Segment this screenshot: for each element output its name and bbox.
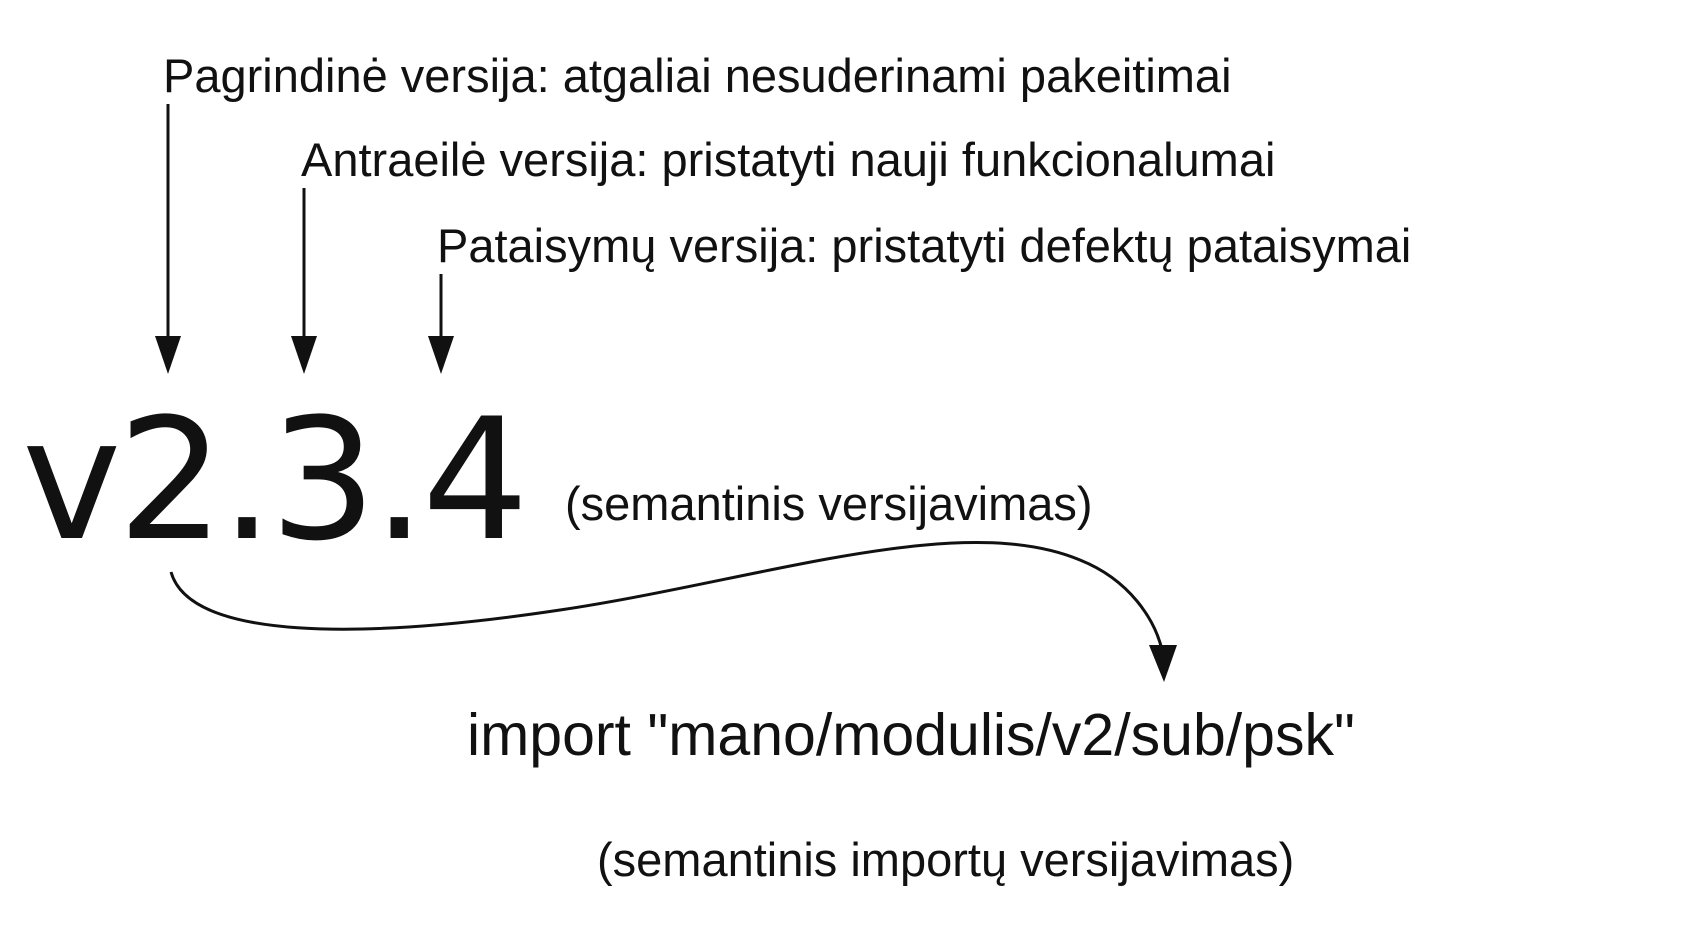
patch-version-label: Pataisymų versija: pristatyti defektų pa… bbox=[437, 219, 1412, 272]
major-arrowhead bbox=[155, 336, 181, 374]
semantic-import-versioning-caption: (semantinis importų versijavimas) bbox=[597, 833, 1295, 886]
import-arrowhead bbox=[1149, 645, 1177, 682]
minor-arrowhead bbox=[291, 336, 317, 374]
major-version-label: Pagrindinė versija: atgaliai nesuderinam… bbox=[163, 49, 1232, 102]
patch-arrowhead bbox=[428, 336, 454, 374]
import-curve-arrow bbox=[169, 541, 1164, 651]
version-number: v2.3.4 bbox=[22, 382, 529, 578]
semantic-versioning-caption: (semantinis versijavimas) bbox=[565, 477, 1093, 530]
import-statement: import "mano/modulis/v2/sub/psk" bbox=[467, 702, 1355, 768]
minor-version-label: Antraeilė versija: pristatyti nauji funk… bbox=[301, 133, 1276, 186]
